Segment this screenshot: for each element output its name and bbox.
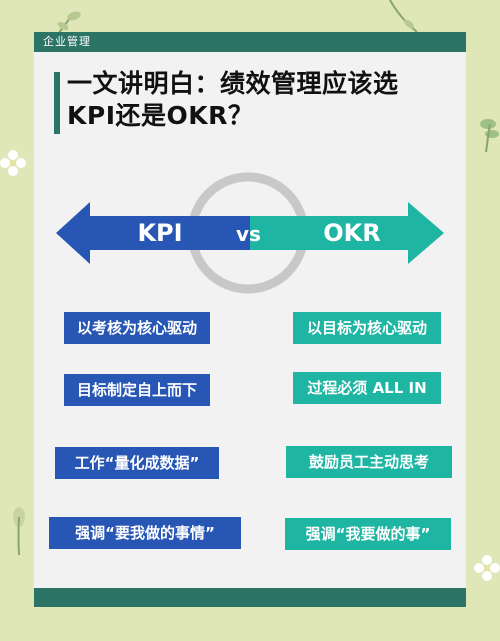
leaf-decoration-icon [13,507,25,555]
comparison-arrows [56,172,444,294]
leaf-decoration-icon [480,119,499,152]
vs-label: vs [236,222,261,246]
header-bar: 企业管理 [34,32,466,52]
page-title: 一文讲明白：绩效管理应该选 KPI还是OKR？ [67,68,457,132]
title-accent-bar [54,72,60,134]
kpi-label: KPI [137,219,183,247]
title-line-1: 一文讲明白：绩效管理应该选 [67,69,399,98]
kpi-point: 强调“要我做的事情” [49,517,241,549]
okr-point: 鼓励员工主动思考 [286,446,452,478]
kpi-point: 以考核为核心驱动 [64,312,210,344]
content-card: 企业管理 一文讲明白：绩效管理应该选 KPI还是OKR？ KPI vs OKR … [34,32,466,607]
kpi-arrow-icon [56,202,250,264]
okr-point: 以目标为核心驱动 [293,312,441,344]
flower-decoration-icon [0,150,26,176]
okr-label: OKR [323,219,381,247]
header-label: 企业管理 [43,35,91,48]
title-line-2: KPI还是OKR？ [67,101,254,130]
okr-point: 过程必须 ALL IN [293,372,441,404]
comparison-graphic: KPI vs OKR [34,168,466,298]
sprout-decoration-icon [389,0,418,33]
footer-bar [34,588,466,607]
flower-decoration-icon [474,555,500,581]
kpi-point: 工作“量化成数据” [55,447,219,479]
kpi-point: 目标制定自上而下 [64,374,210,406]
okr-point: 强调“我要做的事” [285,518,451,550]
okr-arrow-icon [250,202,444,264]
